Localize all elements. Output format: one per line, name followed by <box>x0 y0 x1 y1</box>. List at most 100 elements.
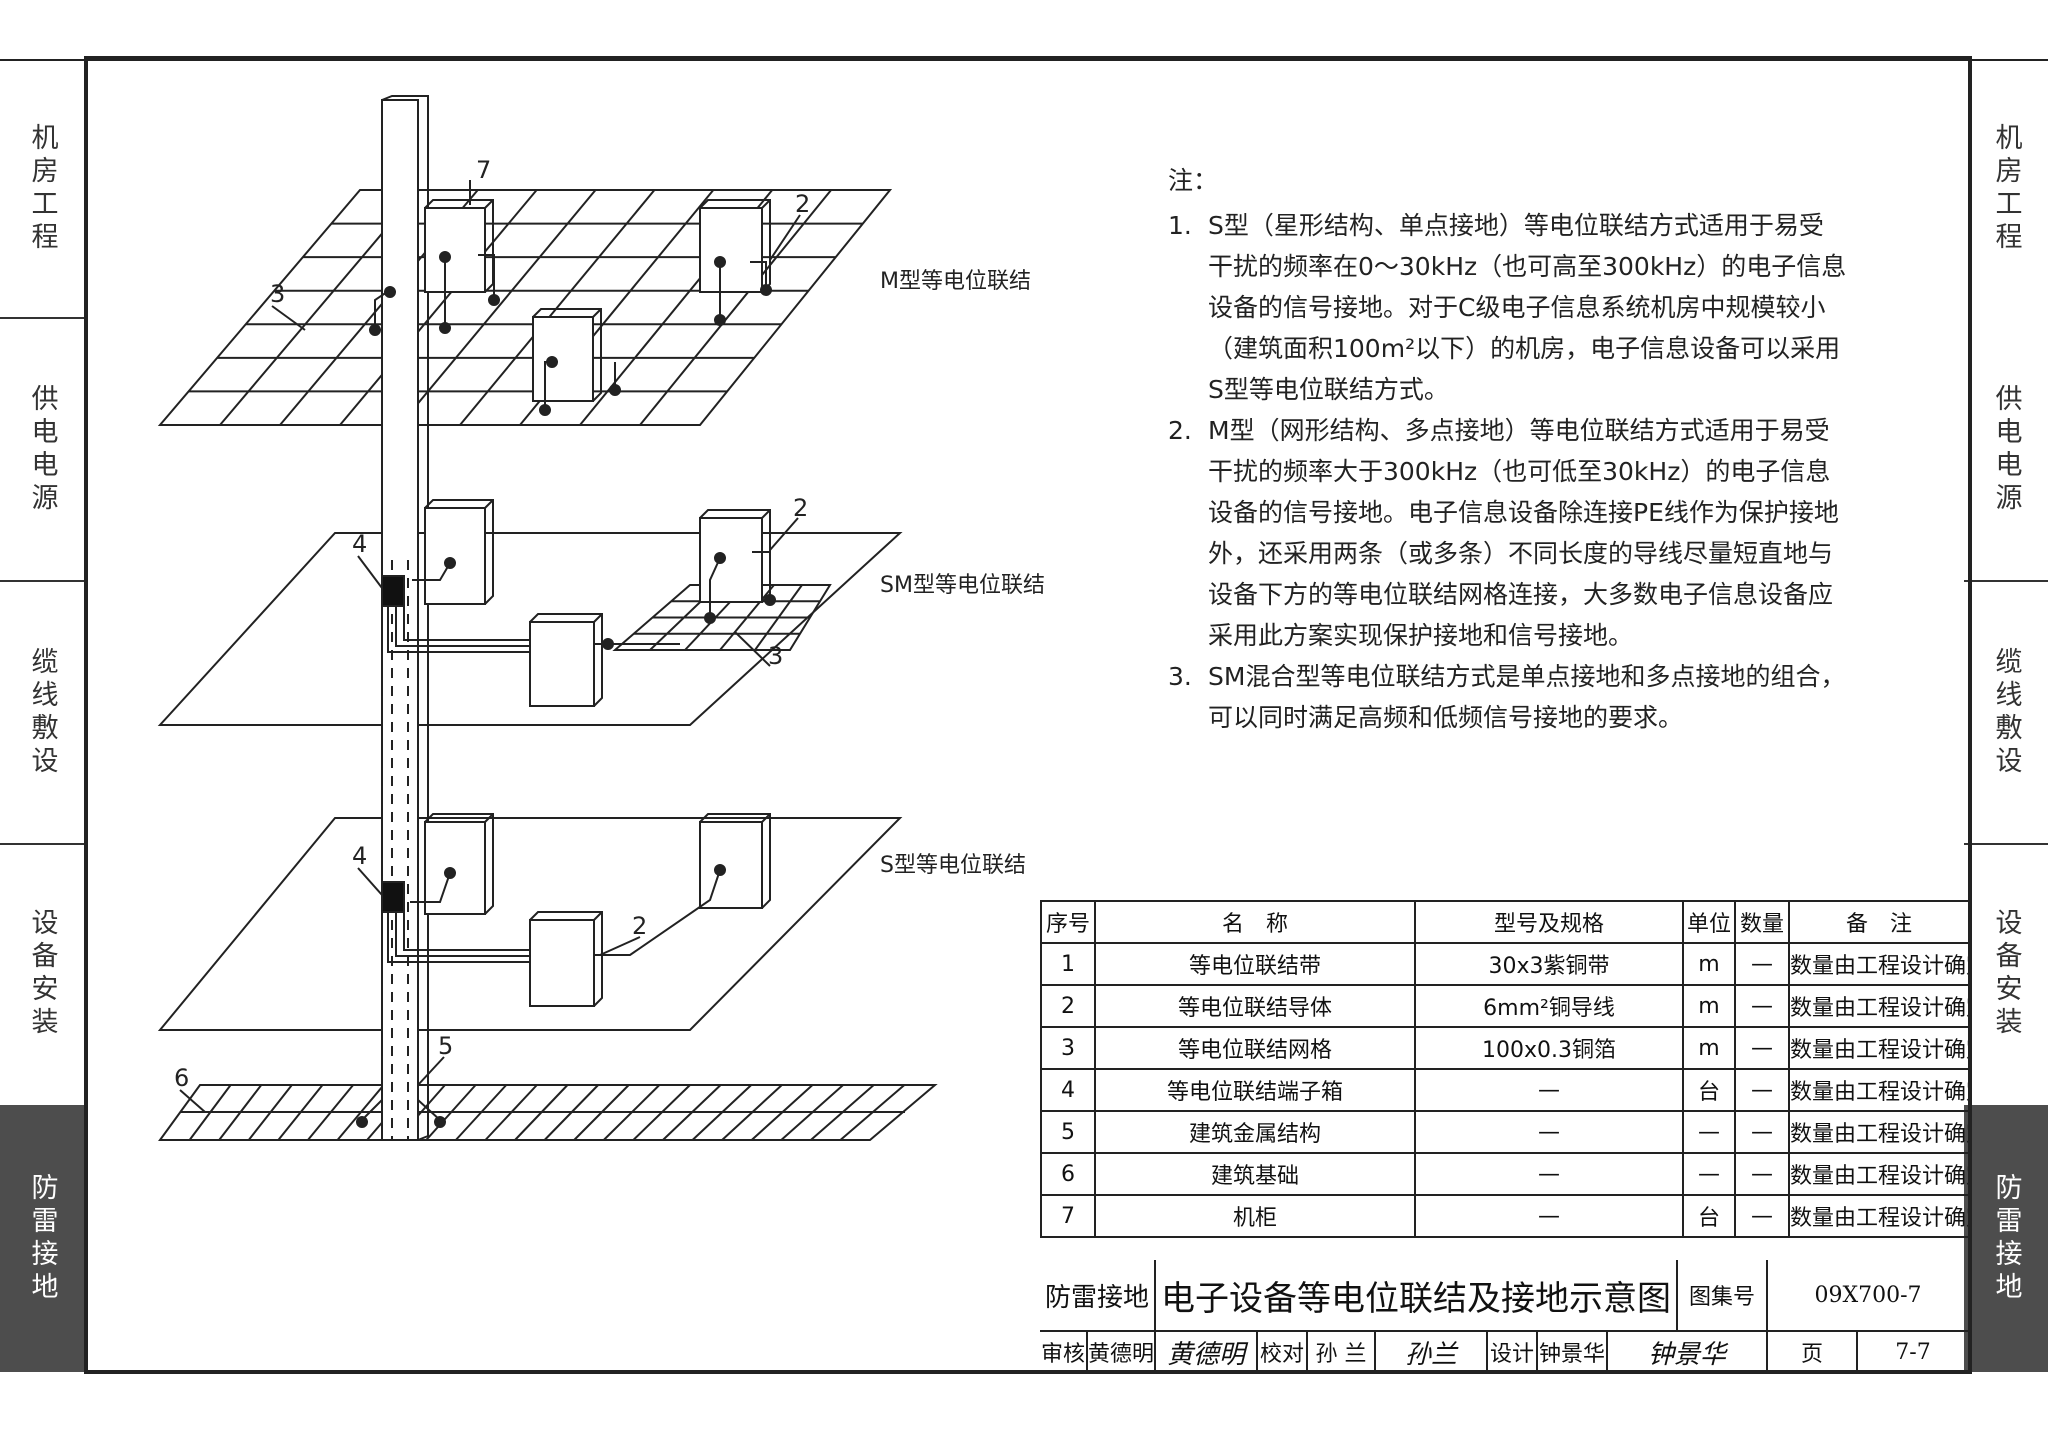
column-edge <box>381 95 429 1141</box>
s-wire-5 <box>387 912 530 963</box>
sm-node <box>704 612 716 624</box>
leader-2-top <box>769 214 801 261</box>
bom-cell-index: 5 <box>1040 1110 1096 1154</box>
leader-2-mid <box>769 517 799 551</box>
sm-cabinet-1-front <box>424 507 486 605</box>
left-tab-2-label: 供电电源 <box>26 383 58 516</box>
sm-wire-6 <box>387 606 530 653</box>
bom-cell-unit: 台 <box>1682 1068 1736 1112</box>
s-plane <box>157 817 903 1031</box>
sm-subgrid-v <box>719 584 775 651</box>
s-cabinet-3-corner <box>593 911 603 921</box>
bom-cell-qty: — <box>1734 984 1790 1028</box>
designer-signature: 钟景华 <box>1608 1332 1768 1372</box>
s-cabinet-1-corner <box>484 813 494 823</box>
m-node <box>369 324 381 336</box>
note-2-num: 2. <box>1168 416 1192 445</box>
m-grid-v <box>639 189 832 426</box>
bom-cell-spec: 6mm²铜导线 <box>1414 984 1684 1028</box>
bom-cell-unit: — <box>1682 1110 1736 1154</box>
left-tab-sep-1 <box>0 317 84 319</box>
m-node <box>539 404 551 416</box>
designer-name: 钟景华 <box>1538 1332 1608 1372</box>
right-tab-5-label: 防雷接地 <box>1990 1172 2022 1305</box>
s-cabinet-2-corner <box>761 813 771 823</box>
callout-4-mid: 4 <box>352 530 367 558</box>
m-node <box>488 294 500 306</box>
m-node <box>439 251 451 263</box>
bom-cell-unit: m <box>1682 1026 1736 1070</box>
m-grid-v <box>339 189 538 426</box>
m-grid-v <box>459 189 656 426</box>
bom-cell-index: 2 <box>1040 984 1096 1028</box>
bom-cell-unit: — <box>1682 1152 1736 1196</box>
callout-7: 7 <box>476 156 491 184</box>
foundation-v <box>691 1084 752 1141</box>
right-tab-1: 机房工程 <box>1964 60 2048 317</box>
bom-cell-name: 等电位联结端子箱 <box>1094 1068 1416 1112</box>
foundation-v <box>247 1084 293 1141</box>
s-node <box>714 864 726 876</box>
callout-2-low: 2 <box>632 912 647 940</box>
note-1-num: 1. <box>1168 211 1192 240</box>
base-wire-2 <box>417 1099 441 1121</box>
label-sm-type: SM型等电位联结 <box>880 573 1045 598</box>
bom-cell-spec: — <box>1414 1110 1684 1154</box>
note-1-text: S型（星形结构、单点接地）等电位联结方式适用于易受干扰的频率在0～30kHz（也… <box>1208 211 1847 404</box>
bom-cell-spec: — <box>1414 1152 1684 1196</box>
foundation-v <box>573 1084 630 1141</box>
bom-cell-name: 建筑金属结构 <box>1094 1110 1416 1154</box>
foundation-v <box>218 1084 263 1141</box>
m-node <box>760 284 772 296</box>
leader-4-mid <box>357 555 383 589</box>
sm-wire-3 <box>752 551 771 600</box>
diagram-geometry <box>157 95 938 1141</box>
bom-cell-remark: 数量由工程设计确定 <box>1788 984 1970 1028</box>
leader-2-low <box>599 936 641 956</box>
bom-cell-qty: — <box>1734 1068 1790 1112</box>
left-tab-1: 机房工程 <box>0 60 84 317</box>
sm-node <box>764 594 776 606</box>
page-number: 7-7 <box>1895 1339 1931 1365</box>
m-cabinet-2-front <box>699 207 763 293</box>
m-wire-2 <box>478 254 495 300</box>
design-label: 设计 <box>1488 1332 1538 1372</box>
bom-cell-unit: 台 <box>1682 1194 1736 1238</box>
callout-2-top: 2 <box>795 190 810 218</box>
title-block-row-2: 审核 黄德明 黄德明 校对 孙 兰 孙兰 设计 钟景华 钟景华 页 7-7 <box>1040 1332 1968 1372</box>
foundation-v <box>603 1084 661 1141</box>
foundation-v <box>277 1084 324 1141</box>
right-tab-sep-1 <box>1964 580 2048 582</box>
bom-cell-index: 6 <box>1040 1152 1096 1196</box>
bom-header-spec: 型号及规格 <box>1414 900 1684 944</box>
notes-block: 注： 1.S型（星形结构、单点接地）等电位联结方式适用于易受干扰的频率在0～30… <box>1168 160 1848 738</box>
right-tab-2-label: 供电电源 <box>1990 383 2022 516</box>
bom-cell-name: 等电位联结网格 <box>1094 1026 1416 1070</box>
reviewer-name: 黄德明 <box>1088 1332 1156 1372</box>
callout-4-low: 4 <box>352 842 367 870</box>
s-cabinet-1-front <box>424 821 486 915</box>
foundation-v <box>543 1084 599 1141</box>
bom-cell-name: 机柜 <box>1094 1194 1416 1238</box>
bom-cell-unit: m <box>1682 984 1736 1028</box>
s-cabinet-2-front <box>699 821 763 909</box>
bom-cell-qty: — <box>1734 1194 1790 1238</box>
foundation-v <box>455 1084 507 1141</box>
left-tab-5: 防雷接地 <box>0 1105 84 1372</box>
left-tab-3: 缆线敷设 <box>0 582 84 843</box>
m-cabinet-1-front <box>424 207 486 293</box>
leader-4-low <box>357 867 383 896</box>
bom-header-name: 名 称 <box>1094 900 1416 944</box>
bom-cell-name: 等电位联结带 <box>1094 942 1416 986</box>
right-tab-4: 设备安装 <box>1964 845 2048 1103</box>
bom-cell-remark: 数量由工程设计确定 <box>1788 1152 1970 1196</box>
atlas-number: 09X700-7 <box>1814 1282 1922 1308</box>
title-block: 防雷接地 电子设备等电位联结及接地示意图 图集号 09X700-7 审核 黄德明… <box>1040 1260 1968 1372</box>
s-wire-2 <box>594 869 721 956</box>
sm-node <box>444 557 456 569</box>
bom-cell-remark: 数量由工程设计确定 <box>1788 942 1970 986</box>
terminal-box-s <box>381 881 405 913</box>
